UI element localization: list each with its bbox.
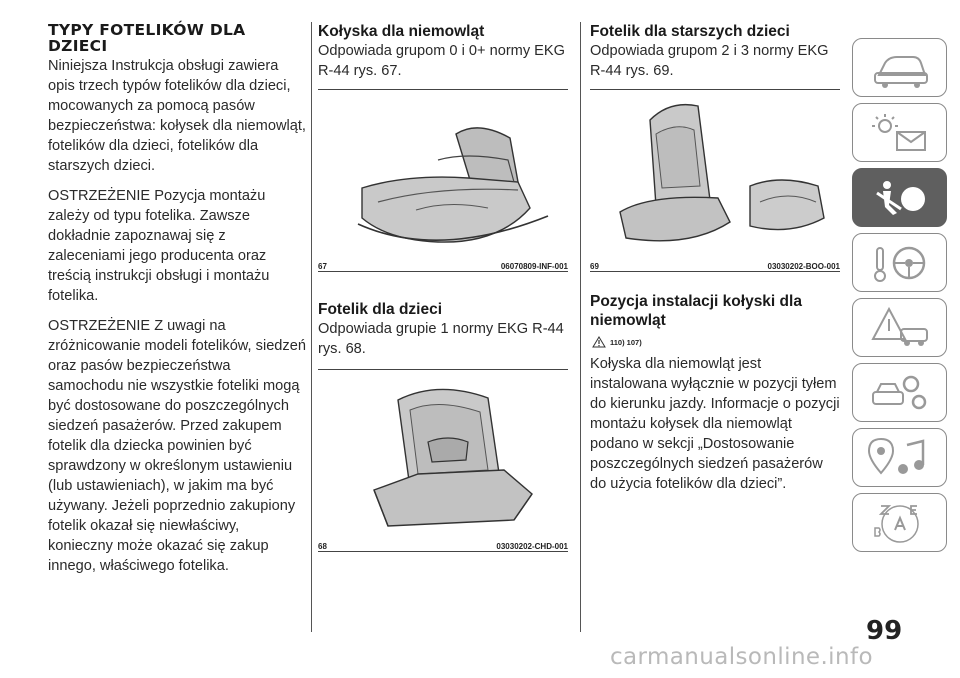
section-title-line1: TYPY FOTELIKÓW DLA [48,21,246,39]
child-seat-heading: Fotelik dla dzieci [318,301,443,318]
figure-code: 03030202-CHD-001 [496,542,568,551]
car-gears-icon [872,375,927,410]
install-position-text: Kołyska dla niemowląt jest instalowana w… [590,356,840,492]
warning-triangle-icon [592,336,606,348]
intro-paragraph: Niniejsza Instrukcja obsługi zawiera opi… [48,58,306,174]
figure-69-caption: 69 03030202-BOO-001 [590,260,840,271]
child-seat-text: Odpowiada grupie 1 normy EKG R-44 rys. 6… [318,321,564,357]
key-steering-wheel-icon [874,246,926,282]
page-number: 99 [866,616,903,646]
figure-code: 03030202-BOO-001 [767,262,841,271]
figure-67: 67 06070809-INF-001 [318,89,568,272]
figure-67-caption: 67 06070809-INF-001 [318,260,568,271]
section-title: TYPY FOTELIKÓW DLA DZIECI [48,22,306,54]
child-seat-illustration [373,388,533,527]
warning-triangle-car-icon [871,306,928,346]
tab-index[interactable] [852,493,947,552]
tab-emergency[interactable] [852,298,947,357]
section-title-line2: DZIECI [48,37,108,55]
tab-multimedia[interactable] [852,428,947,487]
booster-heading: Fotelik dla starszych dzieci [590,23,790,40]
column-divider-2 [580,22,581,632]
booster-text: Odpowiada grupom 2 i 3 normy EKG R-44 ry… [590,43,829,79]
infant-carrier-heading: Kołyska dla niemowląt [318,23,485,40]
figure-68: 68 03030202-CHD-001 [318,369,568,552]
tab-starting-driving[interactable] [852,233,947,292]
warning-paragraph-1: OSTRZEŻENIE Pozycja montażu zależy od ty… [48,188,270,304]
install-position-heading: Pozycja instalacji kołyski dla niemowląt [590,293,802,329]
infant-carrier-text: Odpowiada grupom 0 i 0+ normy EKG R-44 r… [318,43,566,79]
tab-car[interactable] [852,38,947,97]
booster-seat-illustration [619,103,825,242]
column-seats: Kołyska dla niemowląt Odpowiada grupom 0… [318,22,568,552]
watermark: carmanualsonline.info [610,644,873,670]
car-icon [874,56,928,88]
warning-paragraph-2: OSTRZEŻENIE Z uwagi na zróżnicowanie mod… [48,318,306,574]
column-divider-1 [311,22,312,632]
alphabet-index-icon [874,505,919,543]
figure-68-caption: 68 03030202-CHD-001 [318,540,568,551]
airbag-safety-icon [876,181,925,215]
warning-refs: 110) 107) [610,337,642,347]
figure-number: 68 [318,542,327,551]
tab-maintenance[interactable] [852,363,947,422]
figure-number: 69 [590,262,599,271]
lights-envelope-icon [872,114,926,151]
navigation-music-icon [867,437,925,475]
column-intro: TYPY FOTELIKÓW DLA DZIECI Niniejsza Inst… [48,22,306,586]
column-booster: Fotelik dla starszych dzieci Odpowiada g… [590,22,840,504]
tab-lights-messages[interactable] [852,103,947,162]
tab-safety[interactable] [852,168,947,227]
figure-number: 67 [318,262,327,271]
warning-reference: 110) 107) [592,336,840,348]
figure-69: 69 03030202-BOO-001 [590,89,840,272]
figure-code: 06070809-INF-001 [500,262,568,271]
infant-carrier-illustration [357,127,549,243]
